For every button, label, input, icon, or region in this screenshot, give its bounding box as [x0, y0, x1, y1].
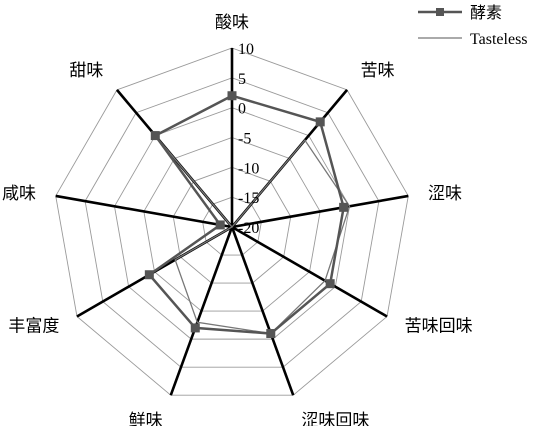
series-point-0-2 [339, 202, 349, 212]
series-point-0-5 [190, 323, 200, 333]
grid-ring-4 [114, 107, 350, 340]
series-layer [144, 91, 351, 339]
axis-label-5: 鲜味 [129, 411, 163, 426]
tick-label-0: -20 [238, 220, 259, 237]
legend-label-tasteless: Tasteless [470, 31, 528, 48]
grid-ring-1 [202, 196, 262, 256]
axis-label-1: 苦味 [361, 61, 395, 81]
legend-marker-jiaosu [436, 8, 444, 16]
tick-label-5: 5 [238, 71, 246, 88]
grid-ring-2 [172, 166, 292, 284]
grid-layer [55, 47, 409, 396]
series-point-0-7 [215, 220, 225, 230]
tick-label-2: -10 [238, 160, 259, 177]
tick-label-6: 10 [238, 41, 254, 58]
tick-layer: -20 -15 -10 -5 0 5 10 [238, 41, 259, 237]
legend-label-jiaosu: 酵素 [470, 3, 502, 22]
tick-label-3: -5 [238, 131, 251, 148]
axis-label-4: 涩味回味 [301, 411, 369, 426]
series-point-0-1 [315, 117, 325, 127]
axis-label-7: 咸味 [2, 184, 36, 204]
legend: 酵素 Tasteless [418, 3, 528, 48]
axis-label-0: 酸味 [215, 13, 249, 33]
series-point-0-0 [227, 91, 237, 101]
axis-spoke-7 [55, 194, 233, 229]
axis-spoke-3 [231, 225, 388, 318]
series-point-0-8 [150, 131, 160, 141]
grid-ring-3 [143, 137, 321, 312]
series-point-0-4 [266, 329, 276, 339]
grid-ring-6 [55, 47, 409, 396]
tick-label-1: -15 [238, 190, 259, 207]
axis-spoke-2 [231, 194, 409, 229]
tick-label-4: 0 [238, 101, 246, 118]
axis-label-3: 苦味回味 [405, 317, 473, 337]
axis-spoke-5 [169, 226, 234, 396]
axis-label-2: 涩味 [428, 184, 462, 204]
series-point-0-3 [325, 279, 335, 289]
series-point-0-6 [144, 270, 154, 280]
series-line-0 [147, 94, 345, 335]
axis-label-6: 丰富度 [8, 317, 59, 337]
grid-ring-5 [84, 77, 380, 368]
axis-spoke-4 [230, 226, 295, 396]
axis-label-8: 甜味 [69, 61, 103, 81]
series-line-1 [158, 139, 351, 335]
